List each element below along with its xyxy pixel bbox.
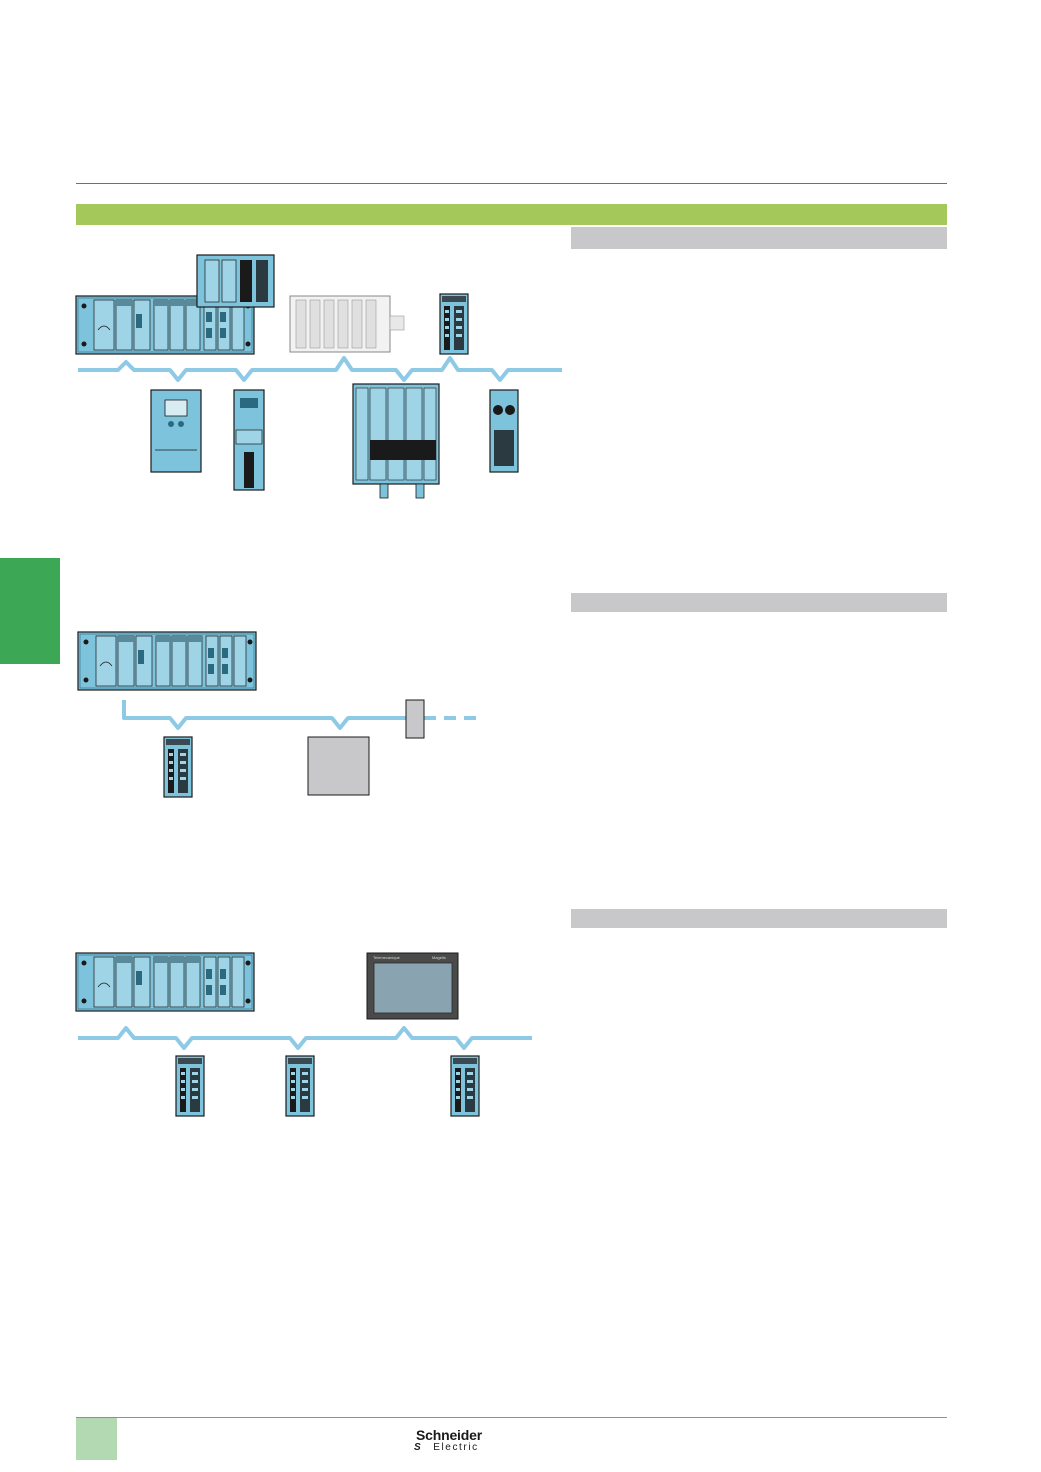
remote-io-island-1 [289, 295, 405, 353]
repeater-2 [405, 699, 425, 739]
chapter-tab[interactable] [0, 558, 60, 664]
variable-speed-drive-1 [150, 389, 202, 473]
section-bar-2 [571, 593, 947, 612]
bus-line-2 [122, 700, 406, 730]
motor-starter-1 [233, 389, 265, 491]
hmi-right-label: Magelis [432, 955, 446, 960]
footer-rule [76, 1417, 947, 1418]
plc-rack-3 [75, 952, 255, 1012]
brand-name: Schneider [416, 1427, 482, 1443]
io-module-3c [450, 1055, 480, 1117]
header-rule [76, 183, 947, 184]
hmi-left-label: Telemecanique [373, 955, 400, 960]
io-module-3b [285, 1055, 315, 1117]
plc-rack-2 [77, 631, 257, 691]
io-module-3a [175, 1055, 205, 1117]
bus-line-3 [78, 1026, 532, 1050]
diagram-3 [75, 952, 532, 1117]
motor-starter-island-1 [352, 383, 440, 499]
compact-io-1 [489, 389, 519, 473]
diagram-1 [75, 254, 562, 499]
io-module-1 [439, 293, 469, 355]
section-bar-1 [571, 227, 947, 249]
brand-mark-icon: S [414, 1442, 421, 1453]
hmi-terminal-3 [366, 952, 459, 1020]
title-band [76, 204, 947, 225]
page-number-box [76, 1418, 117, 1460]
generic-device-2 [307, 736, 370, 796]
diagram-2 [77, 631, 480, 798]
io-module-2 [163, 736, 193, 798]
section-bar-3 [571, 909, 947, 928]
distributed-io-1 [196, 254, 275, 308]
bus-line-1 [78, 356, 562, 382]
